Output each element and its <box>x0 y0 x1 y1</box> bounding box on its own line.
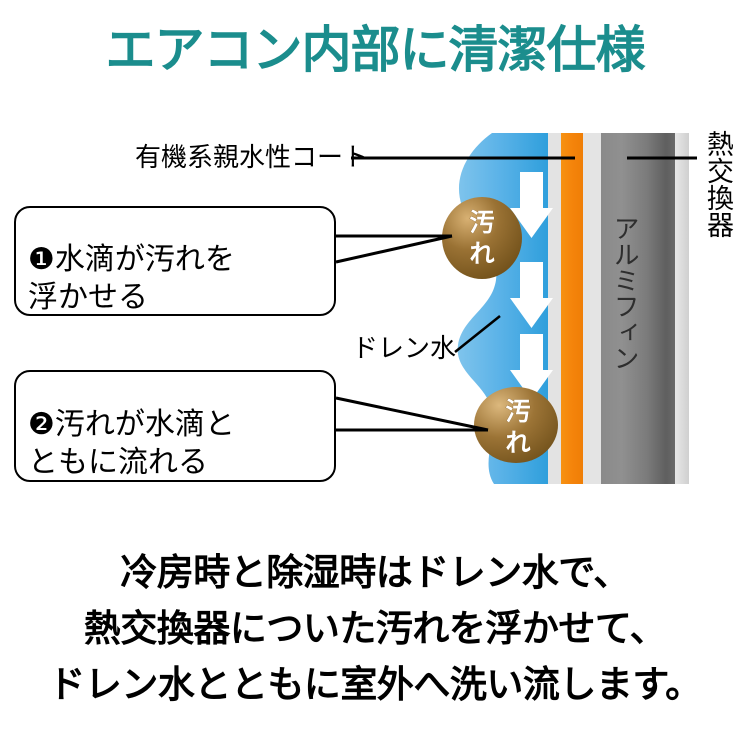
callout-2-number: ❷ <box>28 407 55 443</box>
callout-2-text: 汚れが水滴と ともに流れる <box>28 407 235 480</box>
dirt-blob-1 <box>442 197 522 279</box>
dirt-blob-1-label: 汚 れ <box>469 208 495 269</box>
svg-text:汚: 汚 <box>469 208 494 237</box>
leader-line-drain-water <box>454 315 501 353</box>
dirt-blob-2 <box>474 387 558 463</box>
callout-2-content: ❷汚れが水滴と ともに流れる <box>16 365 243 487</box>
flow-arrow-3 <box>510 334 553 400</box>
gap-layer-2 <box>583 133 601 484</box>
callout-box-2: ❷汚れが水滴と ともに流れる <box>14 370 336 482</box>
label-aluminum-fin: アルミフィン <box>609 215 639 371</box>
label-heat-exchanger: 熱交換器 <box>702 130 733 238</box>
label-drain-water: ドレン水 <box>352 334 457 364</box>
gap-layer-1 <box>548 133 561 484</box>
callout-1-number: ❶ <box>28 242 55 278</box>
svg-text:れ: れ <box>469 239 494 268</box>
summary-line-3: ドレン水とともに室外へ洗い流します。 <box>48 663 702 707</box>
page-title: エアコン内部に清潔仕様 <box>105 21 646 79</box>
flow-arrow-2 <box>510 262 553 328</box>
callout-1-content: ❶水滴が汚れを 浮かせる <box>16 200 243 322</box>
aircon-cross-section-diagram: 汚 れ 汚 れ <box>335 133 697 484</box>
callout-2-pointer <box>335 396 489 432</box>
svg-text:れ: れ <box>505 428 530 457</box>
summary-line-1: 冷房時と除湿時はドレン水で、 <box>120 551 630 594</box>
flow-arrow-1 <box>510 172 553 238</box>
label-hydrophilic-coating: 有機系親水性コート <box>135 143 370 173</box>
aluminum-fin-layer <box>601 133 689 484</box>
dirt-blob-2-label: 汚 れ <box>505 397 531 458</box>
summary-text: 冷房時と除湿時はドレン水で、 熱交換器についた汚れを浮かせて、 ドレン水とともに… <box>0 545 750 714</box>
callout-1-pointer <box>335 234 453 264</box>
svg-text:汚: 汚 <box>505 397 530 426</box>
callout-1-text: 水滴が汚れを 浮かせる <box>28 242 235 315</box>
hydrophilic-coating-layer <box>561 133 583 484</box>
summary-line-2: 熱交換器についた汚れを浮かせて、 <box>83 607 667 651</box>
flow-arrows-group <box>510 172 553 400</box>
callout-box-1: ❶水滴が汚れを 浮かせる <box>14 206 336 316</box>
